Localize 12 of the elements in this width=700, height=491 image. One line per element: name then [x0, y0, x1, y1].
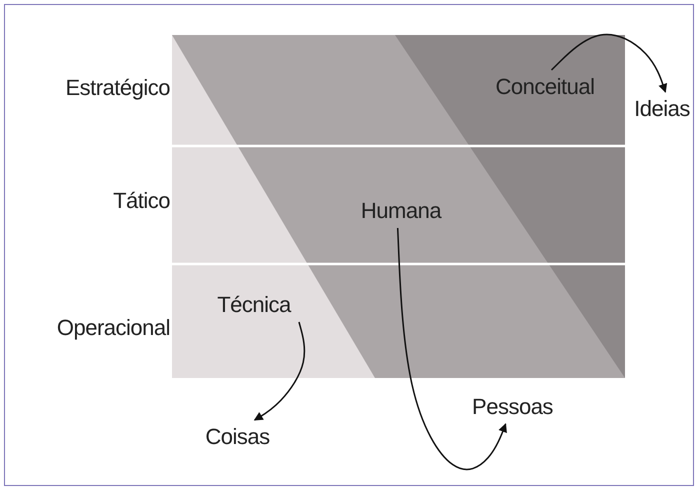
outcome-label: Ideias	[628, 92, 696, 126]
skill-label: Humana	[346, 194, 456, 228]
skill-label: Técnica	[204, 288, 304, 322]
level-label: Tático	[112, 187, 170, 215]
curved-arrow	[254, 322, 306, 421]
outcome-label: Pessoas	[455, 390, 570, 424]
curved-arrow	[396, 228, 507, 470]
level-label: Estratégico	[64, 74, 170, 102]
level-label: Operacional	[56, 314, 170, 342]
outcome-label: Coisas	[190, 420, 285, 454]
skill-label: Conceitual	[480, 70, 610, 104]
curved-arrow	[550, 34, 668, 93]
